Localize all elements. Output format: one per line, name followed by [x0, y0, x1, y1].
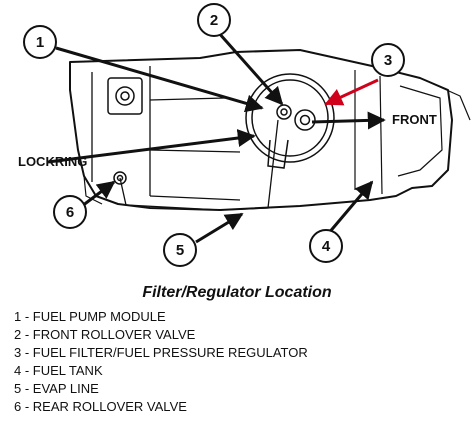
callout-2: 2: [197, 3, 231, 37]
callout-4: 4: [309, 229, 343, 263]
legend-item: 2 - FRONT ROLLOVER VALVE: [14, 327, 196, 342]
front-label: FRONT: [392, 112, 437, 127]
callout-6-number: 6: [66, 204, 74, 221]
callout-5-number: 5: [176, 242, 184, 259]
legend-item: 5 - EVAP LINE: [14, 381, 99, 396]
filler-fitting: [107, 77, 143, 115]
legend-item: 4 - FUEL TANK: [14, 363, 103, 378]
fuel-filter-regulator: [294, 109, 316, 131]
callout-5: 5: [163, 233, 197, 267]
legend-item: 6 - REAR ROLLOVER VALVE: [14, 399, 187, 414]
callout-6: 6: [53, 195, 87, 229]
callout-3-number: 3: [384, 52, 392, 69]
callout-4-number: 4: [322, 238, 331, 255]
legend-item: 3 - FUEL FILTER/FUEL PRESSURE REGULATOR: [14, 345, 308, 360]
legend-list: 1 - FUEL PUMP MODULE 2 - FRONT ROLLOVER …: [14, 308, 308, 416]
fuel-tank-diagram: 1 2 3 4 5 6 FRONT LOCKRING: [18, 3, 471, 267]
callout-1: 1: [23, 25, 57, 59]
callout-1-number: 1: [36, 34, 44, 51]
lockring-label: LOCKRING: [18, 154, 87, 169]
evap-line: [119, 119, 279, 211]
front-rollover-valve: [276, 104, 292, 120]
callout-3: 3: [371, 43, 405, 77]
fuel-tank-outline: [69, 49, 471, 211]
fuel-pump-module: [245, 73, 335, 169]
callout-2-number: 2: [210, 12, 218, 29]
legend-item: 1 - FUEL PUMP MODULE: [14, 309, 166, 324]
leader-arrows: [47, 31, 386, 244]
figure-caption: Filter/Regulator Location: [142, 284, 332, 301]
